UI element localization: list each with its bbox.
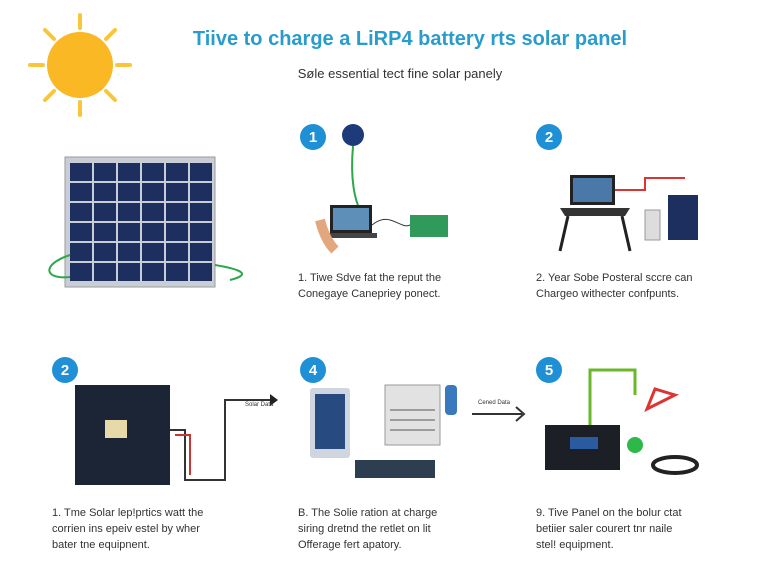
caption-line: corrien ins epeiv estel by wher	[52, 523, 200, 535]
battery-illustration	[75, 385, 278, 485]
solar-cell	[166, 243, 188, 261]
solar-cell	[70, 223, 92, 241]
solar-cell	[70, 203, 92, 221]
solar-cell	[142, 223, 164, 241]
solar-cell	[70, 243, 92, 261]
caption-line: 9. Tive Panel on the bolur ctat	[536, 507, 682, 519]
solar-cell	[190, 223, 212, 241]
solar-panel-illustration	[48, 156, 243, 288]
sun-icon	[28, 13, 132, 117]
solar-cell	[118, 183, 140, 201]
solar-cell	[142, 263, 164, 281]
caption-line: B. The Solie ration at charge	[298, 507, 438, 519]
step-3-badge: 2	[52, 357, 78, 383]
solar-cell	[190, 163, 212, 181]
caption-line: 1. Tiwe Sdve fat the reput the	[298, 272, 442, 284]
solar-cell	[70, 163, 92, 181]
solar-cell	[70, 183, 92, 201]
solar-cell	[166, 163, 188, 181]
solar-cell	[94, 183, 116, 201]
step-5-caption: 9. Tive Panel on the bolur ctat betiier …	[536, 505, 682, 553]
caption-line: 2. Year Sobe Posteral sccre can	[536, 272, 693, 284]
page-title: Tiive to charge a LiRP4 battery rts sola…	[192, 28, 628, 50]
solar-cell	[142, 163, 164, 181]
solar-cell	[94, 263, 116, 281]
arrow-label: Cened Data	[478, 400, 511, 406]
caption-line: stel! equipment.	[536, 539, 614, 551]
solar-cell	[118, 203, 140, 221]
solar-cell	[142, 203, 164, 221]
battery-system-illustration	[545, 368, 699, 475]
solar-cell	[190, 263, 212, 281]
laptop-battery-illustration	[558, 175, 698, 252]
solar-cell	[94, 243, 116, 261]
caption-line: 1. Tme Solar lep!prtics watt the	[52, 507, 204, 519]
solar-cell	[118, 223, 140, 241]
solar-cell	[118, 243, 140, 261]
step-5-badge: 5	[536, 357, 562, 383]
solar-cell	[142, 243, 164, 261]
solar-cell	[166, 203, 188, 221]
step-2-badge: 2	[536, 124, 562, 150]
step-4-badge: 4	[300, 357, 326, 383]
solar-cell	[94, 223, 116, 241]
page-subtitle: Søle essential tect fine solar panely	[297, 66, 503, 81]
solar-cell	[142, 183, 164, 201]
caption-line: Chargeo withecter confpunts.	[536, 288, 680, 300]
solar-cell	[166, 263, 188, 281]
arrow-right-icon	[472, 406, 526, 422]
laptop-charger-illustration	[315, 124, 448, 254]
solar-cell	[190, 203, 212, 221]
solar-cell	[190, 183, 212, 201]
caption-line: betiier saler courert tnr naile	[536, 523, 673, 535]
step-4-caption: B. The Solie ration at charge siring dre…	[298, 505, 437, 553]
solar-cell	[166, 183, 188, 201]
solar-cell	[118, 263, 140, 281]
solar-cell	[70, 263, 92, 281]
step-3-caption: 1. Tme Solar lep!prtics watt the corrien…	[52, 505, 203, 553]
charger-controller-illustration	[310, 384, 457, 478]
caption-line: bater tne equipnent.	[52, 539, 150, 551]
step-2-caption: 2. Year Sobe Posteral sccre can Chargeo …	[536, 270, 693, 302]
caption-line: Offerage fert apatory.	[298, 539, 402, 551]
arrow-label: Solar Data	[245, 402, 274, 408]
caption-line: siring dretnd the retlet on lit	[298, 523, 431, 535]
step-1-caption: 1. Tiwe Sdve fat the reput the Conegaye …	[298, 270, 441, 302]
solar-cell	[94, 203, 116, 221]
solar-cell	[166, 223, 188, 241]
caption-line: Conegaye Canepriey ponect.	[298, 288, 441, 300]
solar-cell	[118, 163, 140, 181]
step-1-badge: 1	[300, 124, 326, 150]
solar-cell	[190, 243, 212, 261]
solar-cell	[94, 163, 116, 181]
